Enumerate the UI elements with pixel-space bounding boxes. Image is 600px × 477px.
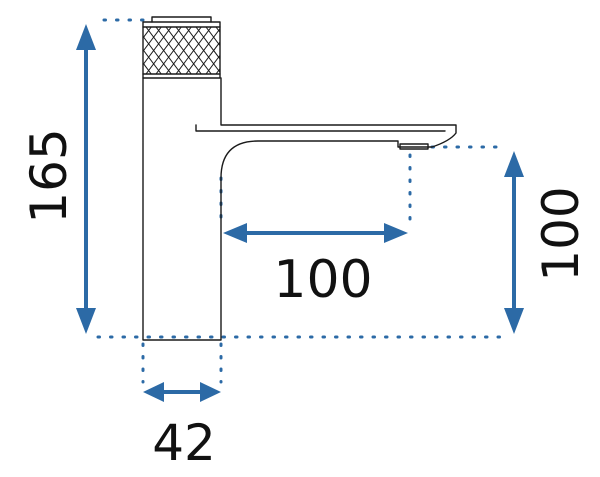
handle-cap [151,16,212,23]
knurl-line [96,27,131,74]
knurl-line [106,27,141,74]
knurl-line [96,27,131,74]
knurl-line [143,62,152,74]
knurl-line [106,27,141,74]
knurl-line [215,27,220,34]
spout-aerator [399,143,429,150]
spout-top-edge [195,124,446,132]
knurl-line [143,27,152,39]
spout-reach-arrow-head-left [223,223,247,243]
knurl-line [165,27,202,74]
spout-height-arrow-head-top [504,151,524,177]
body-width-label: 42 [152,414,216,472]
body-width-arrow-head-left [143,382,164,402]
knurl-line [185,27,220,74]
knurl-line [143,27,172,66]
spout-reach-arrow-head-right [384,223,408,243]
dotted-extension-lines [96,18,508,384]
body-width-arrow-head-right [200,382,221,402]
dimension-labels: 165 100 100 42 [20,128,590,472]
total-height-arrow-head-bottom [76,308,96,334]
spout-reach-label: 100 [273,250,372,310]
knurl-line [215,67,220,74]
dimension-arrows [76,24,524,402]
knurl-line [205,54,220,74]
spout-height-label: 100 [532,186,590,281]
faucet-body [142,77,457,341]
total-height-label: 165 [20,128,78,223]
knurl-line [155,27,192,74]
knurl-line [195,41,220,74]
faucet-drawing [96,16,457,341]
total-height-arrow-head-top [76,24,96,50]
knurl-line [145,27,182,74]
spout-height-arrow-head-bottom [504,308,524,334]
knurl-line [175,27,212,74]
knurl-line [205,27,220,47]
handle-knurl-pattern [96,27,220,74]
knurl-line [143,27,162,53]
